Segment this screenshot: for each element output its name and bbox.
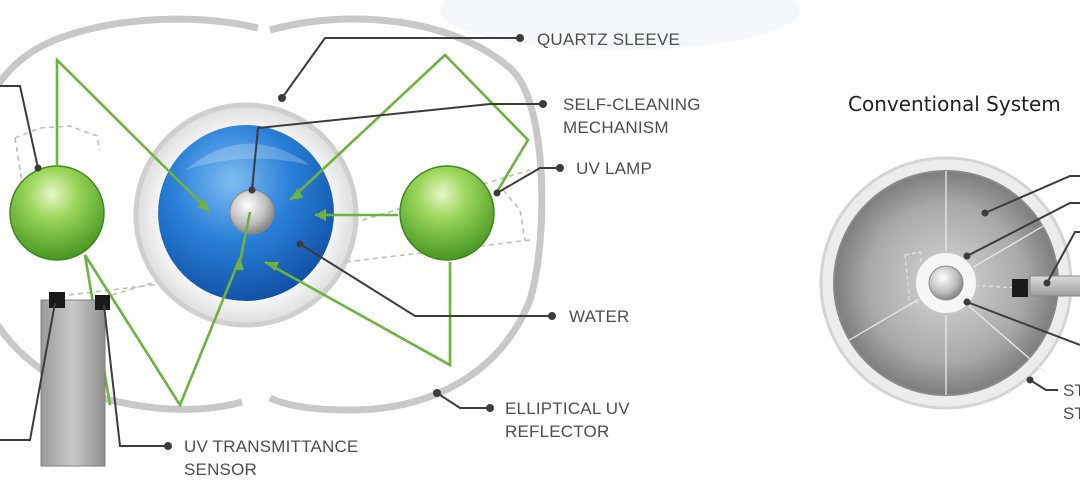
leader-lines [0,34,564,450]
label-conventional-cut-line2: ST [1063,404,1080,423]
label-self-cleaning-line2: MECHANISM [563,118,669,137]
sensor-detector [95,295,110,310]
water-highlight [185,143,310,170]
conventional-leader-lines [963,175,1080,391]
label-elliptical-line2: REFLECTOR [505,422,609,441]
label-conventional-cut-line1: ST [1063,381,1080,400]
conventional-system-title: Conventional System [848,92,1061,116]
label-uv-sensor-line1: UV TRANSMITTANCE [184,437,358,456]
label-uv-sensor-line2: SENSOR [184,460,257,479]
label-self-cleaning-line1: SELF-CLEANING [563,95,701,114]
sensor-emitter [49,292,65,308]
conventional-sensor-bar [1029,275,1080,297]
conventional-lamp [928,265,964,301]
label-uv-lamp: UV LAMP [576,159,652,178]
uv-lamp-right [399,165,495,261]
self-cleaning-mechanism [229,189,275,235]
uv-rays [55,53,530,408]
conventional-system-diagram [819,156,1080,410]
label-quartz-sleeve: QUARTZ SLEEVE [537,30,680,49]
uv-transmittance-sensor [40,292,110,467]
uv-lamp-left [9,165,105,261]
label-elliptical-line1: ELLIPTICAL UV [505,399,630,418]
label-water: WATER [569,307,630,326]
background-haze [440,0,800,50]
conventional-sensor-head [1012,279,1028,297]
